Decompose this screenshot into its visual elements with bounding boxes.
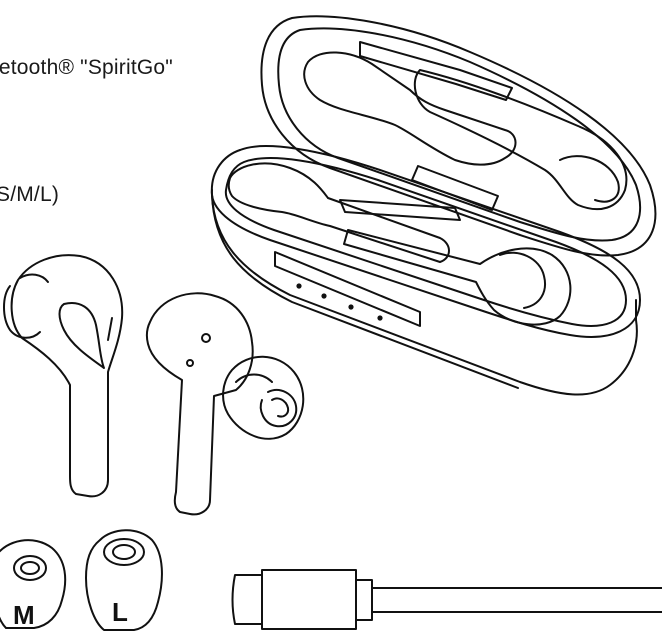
charging-case-base-icon bbox=[210, 145, 641, 396]
earbud-left-icon bbox=[3, 254, 124, 498]
earbud-right-icon bbox=[145, 292, 305, 516]
ear-tip-sizes-text: S/M/L) bbox=[0, 183, 60, 206]
ear-tip-l-icon: L bbox=[85, 529, 163, 631]
product-name-text: letooth® "SpiritGo" bbox=[0, 56, 173, 79]
usb-c-cable-icon bbox=[231, 569, 662, 630]
ear-tip-l-label: L bbox=[112, 597, 128, 627]
ear-tip-m-icon: M bbox=[0, 539, 67, 630]
ear-tip-m-label: M bbox=[13, 600, 35, 630]
charging-case-lid-icon bbox=[260, 15, 657, 257]
